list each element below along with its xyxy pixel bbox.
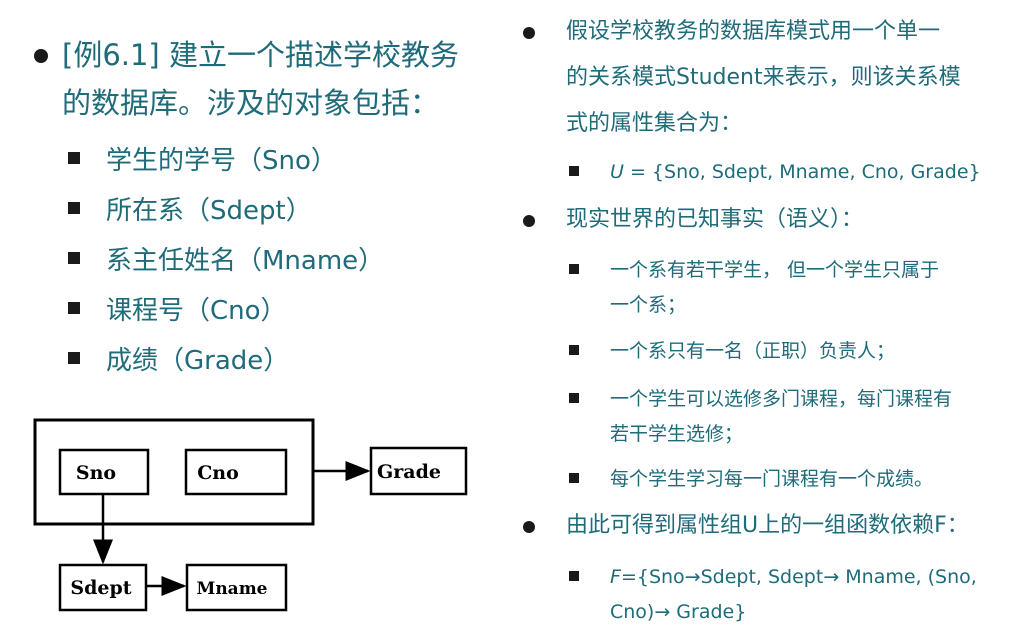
- assumption-line-3: 式的属性集合为：: [566, 111, 743, 136]
- attribute-set-rest: = {Sno, Sdept, Mname, Cno, Grade}: [623, 161, 981, 183]
- node-mname-label: Mname: [197, 579, 268, 599]
- node-grade-box: [369, 446, 468, 496]
- intro-line-2: 的数据库。涉及的对象包括：: [62, 86, 440, 120]
- square-bullet: [569, 264, 579, 274]
- fact-line: 每个学生学习每一门课程有一个成绩。: [610, 468, 934, 490]
- attribute-set-var: U: [610, 161, 624, 183]
- fd-title: 由此可得到属性组U上的一组函数依赖F：: [566, 513, 969, 538]
- square-bullet: [569, 166, 579, 176]
- facts-title: 现实世界的已知事实（语义）：: [566, 207, 864, 232]
- bullet-dot: [523, 215, 535, 227]
- square-bullet: [569, 345, 579, 355]
- fact-line: 一个系只有一名（正职）负责人；: [610, 340, 896, 362]
- node-cno-box: [184, 448, 288, 496]
- node-sno-label: Sno: [76, 462, 116, 484]
- fd-line-1: F={Sno→Sdept, Sdept→ Mname, (Sno,: [610, 560, 977, 594]
- intro-line-1: [例6.1] 建立一个描述学校教务: [62, 38, 459, 72]
- square-bullet: [569, 473, 579, 483]
- attribute-set: U = {Sno, Sdept, Mname, Cno, Grade}: [610, 155, 981, 189]
- node-grade-label: Grade: [377, 461, 441, 483]
- square-bullet: [68, 152, 80, 164]
- object-item: 系主任姓名（Mname）: [106, 246, 385, 276]
- fact-line: 一个系；: [610, 294, 687, 316]
- bullet-dot: [523, 27, 535, 39]
- fact-line: 一个系有若干学生， 但一个学生只属于: [610, 259, 940, 281]
- assumption-line-2: 的关系模式Student来表示，则该关系模: [566, 65, 961, 90]
- square-bullet: [68, 252, 80, 264]
- fact-line: 若干学生选修；: [610, 423, 744, 445]
- object-item: 学生的学号（Sno）: [106, 146, 337, 176]
- square-bullet: [68, 302, 80, 314]
- assumption-line-1: 假设学校教务的数据库模式用一个单一: [566, 19, 941, 44]
- node-sdept-box: [58, 563, 148, 612]
- node-sdept-label: Sdept: [70, 577, 131, 599]
- object-item: 课程号（Cno）: [106, 296, 287, 326]
- square-bullet: [68, 202, 80, 214]
- fact-line: 一个学生可以选修多门课程，每门课程有: [610, 388, 953, 410]
- object-item: 成绩（Grade）: [106, 346, 290, 376]
- square-bullet: [569, 393, 579, 403]
- bullet-dot: [34, 49, 48, 63]
- object-item: 所在系（Sdept）: [106, 196, 312, 226]
- fd-line-1-rest: ={Sno→Sdept, Sdept→ Mname, (Sno,: [620, 566, 977, 588]
- square-bullet: [569, 571, 579, 581]
- square-bullet: [68, 352, 80, 364]
- bullet-dot: [523, 521, 535, 533]
- dependency-diagram: Sno Cno Grade Sdept Mname: [33, 418, 468, 612]
- node-cno-label: Cno: [197, 462, 239, 484]
- node-mname-box: [185, 563, 288, 612]
- fd-var: F: [610, 566, 621, 588]
- fd-line-2: Cno)→ Grade}: [610, 601, 747, 623]
